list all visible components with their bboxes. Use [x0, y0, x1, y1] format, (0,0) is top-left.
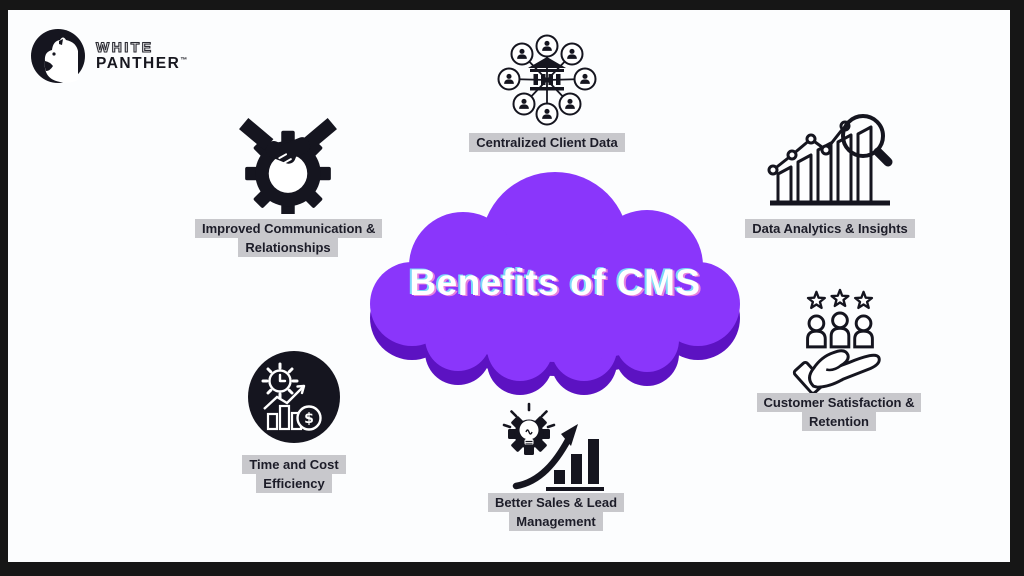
trademark-symbol: ™ — [180, 56, 189, 64]
bank-network-icon — [497, 34, 597, 126]
benefit-centralized-client-data: Centralized Client Data — [452, 34, 642, 153]
brand-logo: WHITE PANTHER™ — [30, 28, 189, 84]
panther-icon — [31, 29, 85, 83]
hand-people-stars-icon — [792, 288, 881, 395]
benefit-time-cost-efficiency: $ Time and Cost Efficiency — [214, 350, 374, 494]
benefit-better-sales: Better Sales & Lead Management — [450, 394, 662, 532]
benefit-label: Improved Communication & Relationships — [195, 219, 383, 257]
clock-gear-dollar-icon: $ — [248, 351, 340, 443]
handshake-gear-icon — [239, 118, 337, 214]
bulb-growth-arrow-icon — [502, 402, 604, 491]
central-cloud: Benefits of CMS — [366, 166, 744, 398]
benefit-customer-satisfaction: Customer Satisfaction & Retention — [730, 286, 948, 432]
benefit-data-analytics: Data Analytics & Insights — [745, 110, 915, 239]
page-title: Benefits of CMS — [409, 262, 701, 303]
benefit-label: Better Sales & Lead Management — [487, 493, 625, 531]
bar-chart-magnifier-icon — [767, 114, 893, 206]
benefit-label: Customer Satisfaction & Retention — [756, 393, 922, 431]
svg-text:$: $ — [304, 411, 314, 427]
benefit-label: Time and Cost Efficiency — [242, 455, 346, 493]
brand-name-top: WHITE — [95, 38, 154, 56]
benefit-improved-communication: Improved Communication & Relationships — [193, 110, 383, 258]
benefit-label: Data Analytics & Insights — [745, 219, 915, 238]
brand-name-bottom: PANTHER™ — [96, 55, 189, 73]
benefit-label: Centralized Client Data — [469, 133, 625, 152]
